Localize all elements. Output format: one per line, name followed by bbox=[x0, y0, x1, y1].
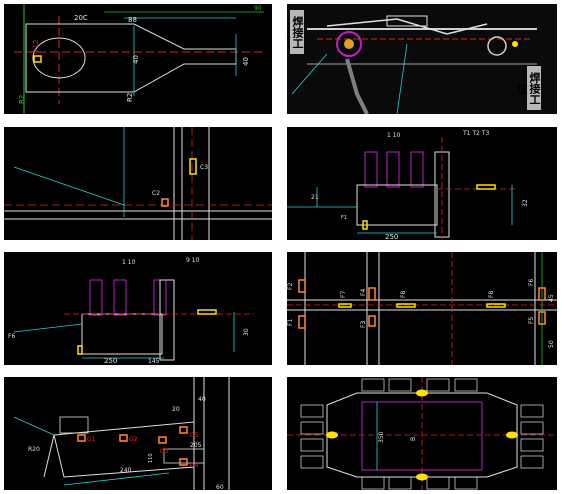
label-g3: G3 bbox=[160, 448, 169, 455]
label-f5: F5 bbox=[528, 317, 535, 324]
dim-bottom: 250 bbox=[385, 233, 398, 240]
label-f3: F3 bbox=[360, 321, 367, 328]
dim-left: R2 bbox=[18, 95, 26, 104]
label-f1: F1 bbox=[287, 319, 294, 326]
fixture-section-b-drawing: 1 10 9 10 250 145 F6 30 bbox=[8, 257, 254, 365]
frame-markers-drawing: F2 F1 F7 F4 F3 F8 F8 F6 F5 45 50 bbox=[287, 252, 557, 365]
label-f4: F4 bbox=[360, 289, 367, 296]
drawing-panel-fixture-section-b: 1 10 9 10 250 145 F6 30 bbox=[4, 252, 272, 365]
dim-top-left: 20C bbox=[74, 14, 88, 22]
drawing-panel-corner-detail: C2 C3 bbox=[4, 127, 272, 240]
dim-top-right: T1 T2 T3 bbox=[462, 130, 489, 137]
drawing-panel-fixture-section-a: 1 10 T1 T2 T3 250 32 21 F1 bbox=[287, 127, 557, 240]
dim-left: F6 bbox=[8, 333, 15, 340]
dim-right: 30 bbox=[243, 328, 250, 336]
dim-top: 1 10 bbox=[387, 132, 401, 139]
label-f2: F2 bbox=[287, 283, 294, 290]
label-g5: G5 bbox=[190, 432, 199, 439]
dim-phi: Φ12 bbox=[32, 40, 40, 54]
fixture-section-a-drawing: 1 10 T1 T2 T3 250 32 21 F1 bbox=[287, 130, 529, 240]
dim-r20: R20 bbox=[28, 446, 40, 453]
dim-bottom: R2 bbox=[126, 93, 134, 102]
dim-20: 20 bbox=[172, 406, 180, 413]
label-f8-right: F8 bbox=[488, 291, 495, 298]
label-f6: F6 bbox=[528, 279, 535, 286]
dim-40: 40 bbox=[198, 396, 206, 403]
dim-60: 60 bbox=[216, 484, 224, 490]
dim-205: 205 bbox=[190, 442, 202, 449]
g-markers-drawing: G1 G2 G3 G5 G4 205 240 R20 110 60 20 40 bbox=[13, 377, 230, 490]
dim-right: 40 bbox=[242, 57, 250, 66]
label-b: B bbox=[410, 437, 417, 441]
drawing-panel-welding-station: 焊接工位 焊接工位 bbox=[287, 4, 557, 114]
label-g2: G2 bbox=[129, 436, 138, 443]
label-f1: F1 bbox=[341, 215, 347, 221]
label-c3: C3 bbox=[200, 164, 208, 171]
drawing-panel-plate-slot: 88 20C 40 40 Φ12 R2 R2 90 bbox=[4, 4, 272, 114]
dim-top-right: 9 10 bbox=[186, 257, 200, 264]
dim-right: 32 bbox=[522, 199, 529, 207]
label-g1: G1 bbox=[87, 436, 96, 443]
corner-detail-drawing: C2 C3 bbox=[4, 127, 272, 240]
fixture-layout-drawing: 350 B bbox=[287, 377, 557, 490]
label-welding-station-bottom: 焊接工位 bbox=[515, 66, 541, 110]
drawing-panel-frame-markers: F2 F1 F7 F4 F3 F8 F8 F6 F5 45 50 bbox=[287, 252, 557, 365]
dim-240: 240 bbox=[120, 467, 132, 474]
dim-50: 50 bbox=[548, 340, 555, 348]
welding-station-drawing bbox=[287, 4, 557, 114]
label-g4: G4 bbox=[190, 462, 199, 469]
plate-slot-drawing: 88 20C 40 40 Φ12 R2 R2 90 bbox=[14, 4, 264, 114]
label-welding-station-top: 焊接工位 bbox=[287, 10, 304, 54]
drawing-panel-g-markers: G1 G2 G3 G5 G4 205 240 R20 110 60 20 40 bbox=[4, 377, 272, 490]
dim-350: 350 bbox=[378, 431, 385, 443]
label-f7: F7 bbox=[340, 291, 347, 298]
dim-110: 110 bbox=[148, 453, 154, 463]
label-c2: C2 bbox=[152, 190, 160, 197]
label-f8: F8 bbox=[400, 291, 407, 298]
dim-bottom: 250 bbox=[104, 357, 117, 365]
dim-v1: 40 bbox=[132, 55, 140, 64]
dim-side: 145 bbox=[148, 358, 160, 365]
dim-corner: 90 bbox=[254, 5, 262, 12]
dim-top: 1 10 bbox=[122, 259, 136, 266]
drawing-panel-fixture-layout: 350 B bbox=[287, 377, 557, 490]
dim-45: 45 bbox=[548, 294, 555, 302]
dim-top: 88 bbox=[128, 16, 137, 24]
dim-left: 21 bbox=[311, 194, 319, 201]
